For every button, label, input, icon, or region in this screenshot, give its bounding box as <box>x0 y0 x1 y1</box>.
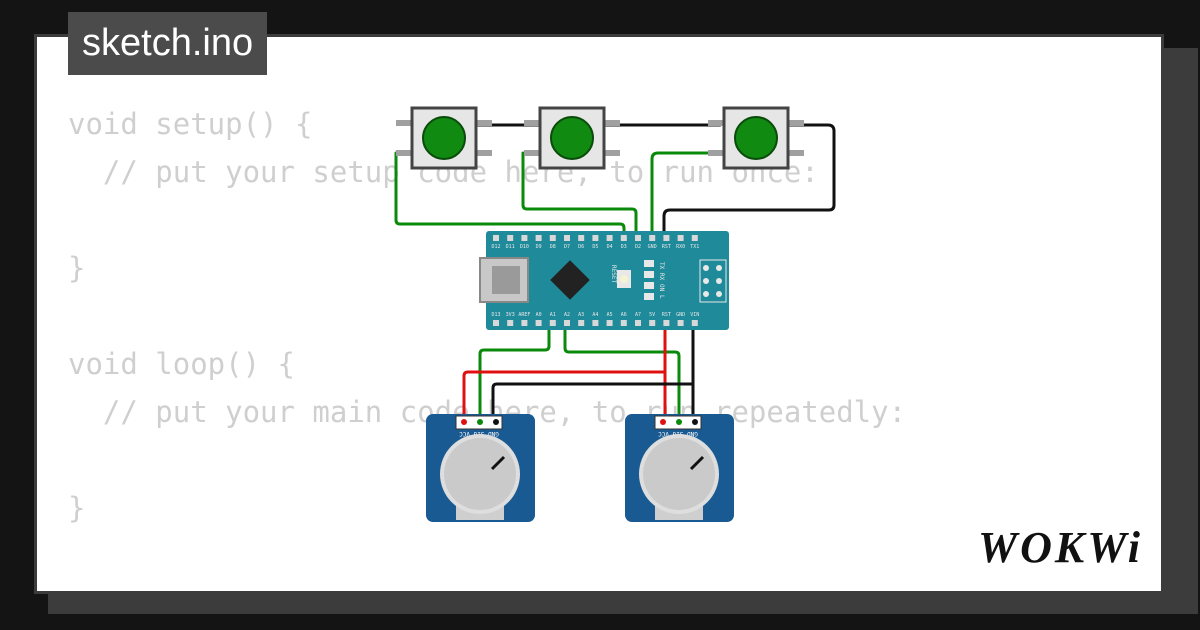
arduino-pin-label: A1 <box>550 312 556 318</box>
arduino-pin-label: D8 <box>550 244 556 250</box>
arduino-pin-label: A0 <box>536 312 542 318</box>
arduino-pin <box>535 235 542 241</box>
code-line: } <box>68 491 86 525</box>
arduino-pin <box>620 235 627 241</box>
arduino-pin <box>691 235 698 241</box>
arduino-pin-label: GND <box>676 312 685 318</box>
pot-pin-label: GND SIG VCC <box>459 430 499 437</box>
arduino-pin <box>507 235 514 241</box>
arduino-pin <box>677 320 684 326</box>
arduino-pin-label: A3 <box>578 312 584 318</box>
arduino-pin <box>635 320 641 326</box>
arduino-pin-label: D10 <box>520 244 529 250</box>
arduino-pin <box>677 235 684 241</box>
code-line: // put your setup code here, to run once… <box>68 155 819 189</box>
arduino-pin <box>606 235 613 241</box>
arduino-pin <box>691 320 698 326</box>
arduino-top-pin-row: D12 D11 D10 D9 D8 D7 D6 D5 D4 D3 D2 GND RST RX0 TX1 <box>491 235 699 250</box>
arduino-pin-label: D9 <box>536 244 542 250</box>
arduino-pin-label: RST <box>662 244 671 250</box>
arduino-pin <box>592 235 599 241</box>
arduino-pin-label: GND <box>648 244 657 250</box>
code-line: void setup() { <box>68 107 313 141</box>
arduino-pin-label: D13 <box>491 312 500 318</box>
wire-black-gnd <box>491 318 695 426</box>
arduino-pin <box>649 235 656 241</box>
arduino-pin <box>606 320 613 326</box>
push-button-1 <box>396 106 492 170</box>
code-editor[interactable]: void setup() { // put your setup code he… <box>68 100 906 532</box>
arduino-pin <box>578 320 585 326</box>
led-label-rx: RX <box>658 273 665 281</box>
arduino-pin-label: RX0 <box>676 244 685 250</box>
arduino-pin <box>578 235 585 241</box>
wire-green-button1 <box>394 151 626 242</box>
arduino-pin-label: D2 <box>635 244 641 250</box>
led-label-tx: TX <box>658 262 665 270</box>
code-line: void loop() { <box>68 347 295 381</box>
arduino-pin-label: A2 <box>564 312 570 318</box>
arduino-pin <box>493 235 499 241</box>
wires <box>394 123 836 426</box>
arduino-pin <box>535 320 542 326</box>
arduino-pin <box>592 320 599 326</box>
wokwi-logo: WOKWi <box>978 523 1143 572</box>
arduino-pin <box>521 235 528 241</box>
arduino-pin <box>521 320 528 326</box>
arduino-pin <box>564 235 570 241</box>
arduino-pin-label: A7 <box>635 312 641 318</box>
arduino-pin-label: 3V3 <box>506 312 515 318</box>
code-line: // put your main code here, to run repea… <box>68 395 907 429</box>
file-tab[interactable]: sketch.ino <box>68 12 268 75</box>
arduino-pin-label: A6 <box>621 312 627 318</box>
push-button-2 <box>524 106 620 170</box>
arduino-pin <box>493 320 499 326</box>
potentiometer-1: GND SIG VCC <box>426 414 535 522</box>
arduino-pin <box>564 320 570 326</box>
potentiometer-2: GND SIG VCC <box>625 414 734 522</box>
arduino-pin-label: D6 <box>578 244 584 250</box>
arduino-pin-label: VIN <box>690 312 699 318</box>
arduino-pin-label: D5 <box>592 244 598 250</box>
arduino-pin <box>663 320 670 326</box>
wire-green-button3 <box>650 151 710 242</box>
arduino-pin-label: A4 <box>592 312 598 318</box>
wire-green-pot2 <box>563 318 681 426</box>
led-label-l: L <box>658 295 665 299</box>
arduino-pin <box>635 235 641 241</box>
arduino-pin <box>549 235 556 241</box>
arduino-pin-label: D12 <box>491 244 500 250</box>
arduino-pin <box>620 320 627 326</box>
arduino-pin <box>549 320 556 326</box>
push-button-3 <box>708 106 804 170</box>
arduino-pin <box>663 235 670 241</box>
arduino-pin-label: D3 <box>621 244 627 250</box>
arduino-pin <box>649 320 656 326</box>
arduino-pin-label: RST <box>662 312 671 318</box>
arduino-pin-label: D7 <box>564 244 570 250</box>
pot-pin-label: GND SIG VCC <box>658 430 698 437</box>
wire-green-button2 <box>521 151 638 242</box>
led-label-on: ON <box>658 284 665 292</box>
arduino-pin-label: D11 <box>506 244 515 250</box>
arduino-pin-label: A5 <box>607 312 613 318</box>
arduino-pin <box>507 320 514 326</box>
wire-red-5v <box>462 318 667 426</box>
code-line: } <box>68 251 86 285</box>
arduino-pin-label: AREF <box>518 312 530 318</box>
reset-label: RESET <box>610 265 617 283</box>
arduino-pin-label: D4 <box>607 244 613 250</box>
arduino-pin-label: TX1 <box>690 244 699 250</box>
arduino-pin-label: 5V <box>649 312 655 318</box>
wire-green-pot1 <box>478 318 551 426</box>
